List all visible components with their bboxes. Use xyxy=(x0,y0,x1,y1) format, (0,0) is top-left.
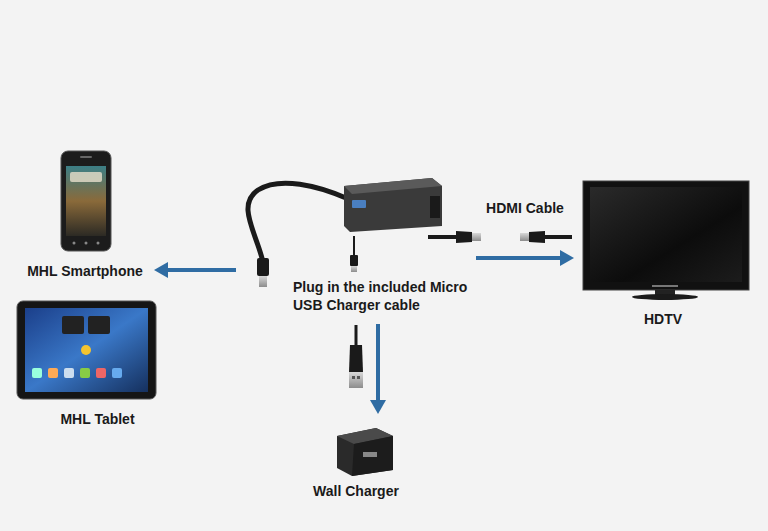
usb-plug-illustration xyxy=(349,325,363,388)
arrow-head xyxy=(560,250,574,266)
flow-arrow xyxy=(370,324,386,414)
wall-charger-illustration xyxy=(337,428,393,476)
tablet-illustration xyxy=(17,301,156,399)
hdmi-cable-illustration xyxy=(428,231,572,243)
arrow-line xyxy=(166,268,236,272)
mhl-adapter-illustration xyxy=(248,178,442,287)
adapter-note: Plug in the included Micro USB Charger c… xyxy=(293,278,469,314)
device-node: HDTV xyxy=(578,178,748,333)
device-node: Plug in the included Micro USB Charger c… xyxy=(240,175,472,320)
arrow-line xyxy=(476,256,562,260)
hdtv-illustration xyxy=(583,181,749,300)
arrow-head xyxy=(154,262,168,278)
arrow-line xyxy=(376,324,380,402)
device-node: Wall Charger xyxy=(296,418,416,504)
device-node: MHL Smartphone xyxy=(20,145,150,284)
smartphone-illustration xyxy=(61,151,111,251)
device-node: MHL Tablet xyxy=(25,298,170,432)
device-label: HDTV xyxy=(578,310,748,328)
device-label: MHL Smartphone xyxy=(20,262,150,280)
flow-arrow xyxy=(154,262,236,278)
arrow-head xyxy=(370,400,386,414)
device-label: Wall Charger xyxy=(296,482,416,500)
flow-arrow xyxy=(476,250,574,266)
device-label: MHL Tablet xyxy=(25,410,170,428)
cable-label: HDMI Cable xyxy=(483,200,567,217)
